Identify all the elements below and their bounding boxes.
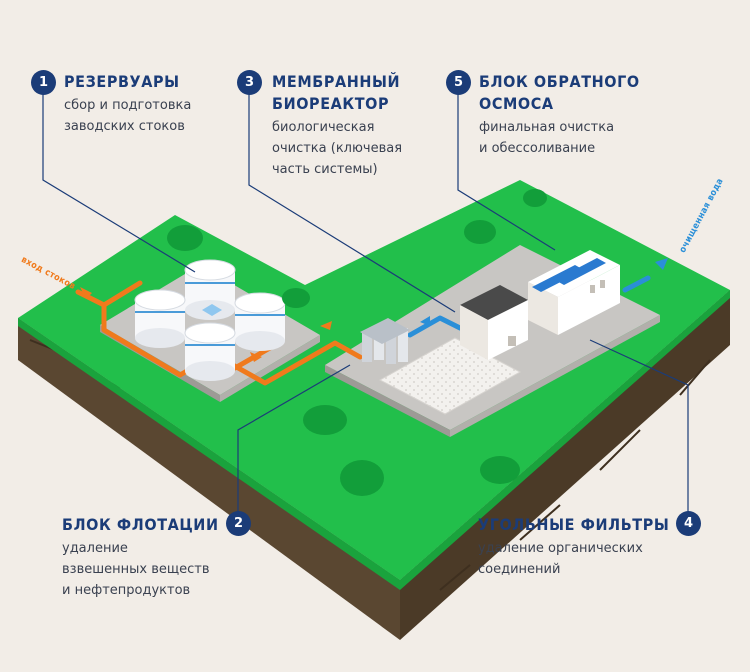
callout-2-badge: 2 bbox=[226, 511, 251, 536]
flotation-unit bbox=[360, 318, 410, 364]
callout-3-badge: 3 bbox=[237, 70, 262, 95]
tank-junction-box bbox=[202, 304, 222, 316]
callout-1-badge: 1 bbox=[31, 70, 56, 95]
soil-side-right bbox=[400, 290, 730, 640]
callout-reservoirs: РЕЗЕРВУАРЫ сбор и подготовка заводских с… bbox=[64, 71, 244, 137]
callout-3-title-line-2: БИОРЕАКТОР bbox=[272, 94, 390, 113]
callout-bioreactor: МЕМБРАННЫЙ БИОРЕАКТОР биологическая очис… bbox=[272, 71, 442, 180]
clean-water-arrows bbox=[420, 258, 668, 326]
callout-2-title: БЛОК ФЛОТАЦИИ bbox=[62, 515, 219, 534]
callout-5-badge: 5 bbox=[446, 70, 471, 95]
inlet-arrows bbox=[80, 287, 332, 362]
callout-5-title-line-2: ОСМОСА bbox=[479, 94, 554, 113]
trees bbox=[167, 189, 547, 496]
callout-reverse-osmosis: БЛОК ОБРАТНОГО ОСМОСА финальная очистка … bbox=[479, 71, 659, 159]
callout-2-desc: удаление взвешенных веществ и нефтепроду… bbox=[62, 541, 210, 598]
storage-tank-4 bbox=[184, 322, 236, 381]
callout-4-title: УГОЛЬНЫЕ ФИЛЬТРЫ bbox=[478, 515, 670, 534]
callout-carbon-filters: УГОЛЬНЫЕ ФИЛЬТРЫ удаление органических с… bbox=[478, 514, 673, 580]
callout-1-desc: сбор и подготовка заводских стоков bbox=[64, 98, 192, 134]
callout-4-badge: 4 bbox=[676, 511, 701, 536]
callout-3-title-line-1: МЕМБРАННЫЙ bbox=[272, 72, 401, 91]
callout-5-desc: финальная очистка и обессоливание bbox=[479, 120, 615, 156]
membrane-bioreactor-building bbox=[460, 285, 528, 360]
callout-3-desc: биологическая очистка (ключевая часть си… bbox=[272, 120, 403, 177]
callout-flotation: БЛОК ФЛОТАЦИИ удаление взвешенных вещест… bbox=[62, 514, 232, 601]
callout-4-desc: удаление органических соединений bbox=[478, 541, 643, 577]
callout-leader-lines bbox=[42, 84, 689, 522]
soil-side-left bbox=[18, 318, 400, 640]
storage-tank-3 bbox=[234, 292, 286, 351]
callout-1-title: РЕЗЕРВУАРЫ bbox=[64, 72, 180, 91]
storage-tank-1 bbox=[184, 259, 236, 320]
reverse-osmosis-building bbox=[528, 250, 620, 335]
storage-tank-2 bbox=[134, 289, 186, 348]
callout-5-title-line-1: БЛОК ОБРАТНОГО bbox=[479, 72, 640, 91]
